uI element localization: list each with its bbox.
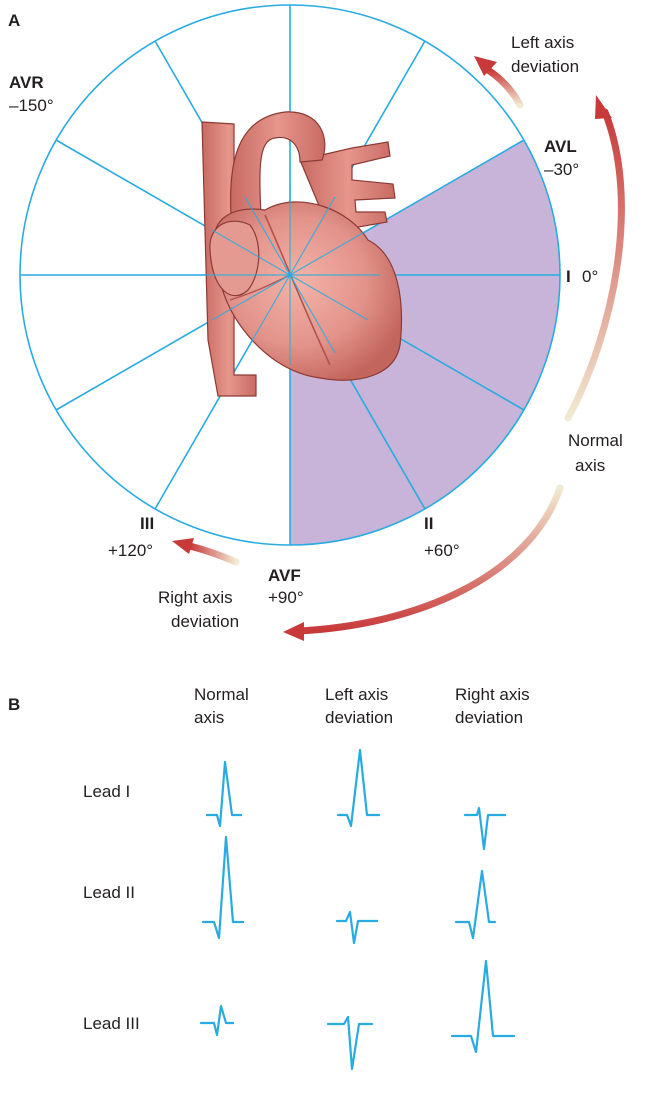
- normal-axis-label-1: Normal: [568, 431, 623, 450]
- left-deviation-arrowhead: [474, 56, 497, 76]
- lead-i-angle: 0°: [582, 267, 598, 286]
- normal-axis-arrow-up: [564, 108, 625, 422]
- lead-avf-angle: +90°: [268, 588, 304, 607]
- column-right-1: Right axis: [455, 685, 530, 704]
- column-normal-2: axis: [194, 708, 224, 727]
- lead-ii-name: II: [424, 514, 433, 533]
- right-deviation-arrow: [186, 542, 240, 566]
- panel-a-label: A: [8, 11, 20, 30]
- trace-lead-ii-normal: [201, 835, 245, 940]
- column-left-1: Left axis: [325, 685, 388, 704]
- lead-i-name: I: [566, 267, 571, 286]
- row-lead-ii: Lead II: [83, 883, 135, 902]
- column-left-2: deviation: [325, 708, 393, 727]
- lead-iii-name: III: [140, 514, 154, 533]
- normal-axis-arrow-down: [294, 484, 564, 635]
- trace-lead-iii-normal: [199, 1004, 235, 1037]
- lead-avr-angle: –150°: [9, 96, 54, 115]
- right-deviation-arrowhead: [172, 538, 194, 554]
- left-deviation-label-2: deviation: [511, 57, 579, 76]
- panel-b-label: B: [8, 695, 20, 714]
- lead-iii-angle: +120°: [108, 541, 153, 560]
- left-deviation-label-1: Left axis: [511, 33, 574, 52]
- trace-lead-i-normal: [205, 760, 243, 828]
- normal-axis-arrowhead-down: [283, 622, 304, 641]
- right-deviation-label-1: Right axis: [158, 588, 233, 607]
- trace-lead-iii-right: [450, 959, 516, 1054]
- right-deviation-label-2: deviation: [171, 612, 239, 631]
- lead-avf-name: AVF: [268, 566, 301, 585]
- normal-axis-arrowhead-up: [595, 95, 612, 119]
- center-point: [287, 272, 293, 278]
- trace-lead-iii-left: [326, 1015, 374, 1071]
- heart-illustration: [201, 111, 403, 397]
- row-lead-i: Lead I: [83, 782, 130, 801]
- column-right-2: deviation: [455, 708, 523, 727]
- lead-ii-angle: +60°: [424, 541, 460, 560]
- ecg-traces: [199, 748, 516, 1071]
- lead-avr-name: AVR: [9, 73, 44, 92]
- normal-axis-label-2: axis: [575, 456, 605, 475]
- column-normal-1: Normal: [194, 685, 249, 704]
- lead-avl-name: AVL: [544, 137, 577, 156]
- trace-lead-ii-right: [454, 869, 497, 940]
- left-deviation-arrow: [484, 66, 524, 109]
- lead-avl-angle: –30°: [544, 160, 579, 179]
- trace-lead-i-left: [336, 748, 381, 828]
- trace-lead-i-right: [463, 806, 507, 851]
- row-lead-iii: Lead III: [83, 1014, 140, 1033]
- trace-lead-ii-left: [335, 910, 379, 945]
